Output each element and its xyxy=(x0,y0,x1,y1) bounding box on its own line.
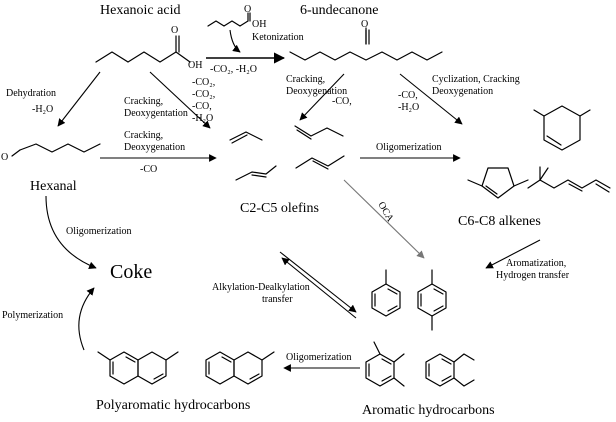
undecanone-structure: O xyxy=(289,19,443,61)
hexanal-loss-label: -CO xyxy=(140,164,157,175)
oligomerization-top-label: Oligomerization xyxy=(376,142,442,153)
acid-loss-co2-b: -CO₂, xyxy=(192,89,215,100)
acid-cracking-label: Cracking, xyxy=(124,96,163,107)
polyaromatics-label: Polyaromatic hydrocarbons xyxy=(96,398,250,413)
acid-cracking-arrow xyxy=(149,71,211,129)
carbonyl-oxygen-atom: O xyxy=(171,25,178,36)
hexanoic-acid-label: Hexanoic acid xyxy=(100,3,180,18)
toluene-structure xyxy=(371,269,401,317)
dehydration-arrow xyxy=(57,71,101,127)
acid-loss-co: -CO, xyxy=(192,101,212,112)
cyclization-label: Cyclization, Cracking xyxy=(432,74,520,85)
small-acid-oxygen-atom: O xyxy=(244,4,251,15)
aromatics-label: Aromatic hydrocarbons xyxy=(362,403,495,418)
ketone-oxygen-atom: O xyxy=(361,19,368,30)
ketone-cracking-arrow xyxy=(299,73,345,121)
oca-arrow xyxy=(343,179,425,259)
hydrogen-transfer-label: Hydrogen transfer xyxy=(496,270,570,281)
olefins-label: C2-C5 olefins xyxy=(240,201,319,216)
aromatization-arrow xyxy=(485,239,541,269)
small-acid-hydroxyl: OH xyxy=(252,19,266,30)
oligomerization-bottom-label: Oligomerization xyxy=(286,352,352,363)
trimethylbenzene-structure xyxy=(365,341,405,387)
hexanal-deoxygenation-label: Deoxygenation xyxy=(124,142,185,153)
dehydration-loss-label: -H₂O xyxy=(32,104,53,115)
ketone-cracking-label: Cracking, xyxy=(286,74,325,85)
acid-loss-co2-a: -CO₂, xyxy=(192,77,215,88)
aldehyde-oxygen-atom: O xyxy=(1,152,8,163)
alkylation-reverse-arrow xyxy=(281,257,357,319)
acid-feed-arrow xyxy=(229,29,241,53)
polymerization-label: Polymerization xyxy=(2,310,63,321)
cyclization-loss-h2o: -H₂O xyxy=(398,102,419,113)
cyclization-loss-co: -CO, xyxy=(398,90,418,101)
acid-deoxygenation-label: Deoxygentation xyxy=(124,108,188,119)
polymerization-arrow xyxy=(78,287,95,351)
coke-label: Coke xyxy=(110,261,152,283)
dehydration-label: Dehydration xyxy=(6,88,56,99)
alkylation-transfer-label: transfer xyxy=(262,294,293,305)
aromatization-label: Aromatization, xyxy=(506,258,566,269)
methylnaphthalene-structure xyxy=(205,351,275,385)
ketone-deoxygenation-label: Deoxygenation xyxy=(286,86,347,97)
hexanal-structure: O xyxy=(1,143,101,163)
xylene-structure xyxy=(417,269,447,331)
cyclopentene-structure xyxy=(467,167,529,199)
hydroxyl-group: OH xyxy=(188,60,202,71)
cyclohexene-structure xyxy=(533,105,591,151)
small-hexanoic-acid-structure: O OH xyxy=(207,4,266,30)
undecanone-label: 6-undecanone xyxy=(300,3,379,18)
olefins-structures xyxy=(229,125,345,181)
ketonization-loss-label: -CO₂, -H₂O xyxy=(210,64,257,75)
cyclization-deoxygenation-label: Deoxygenation xyxy=(432,86,493,97)
hexanal-cracking-label: Cracking, xyxy=(124,130,163,141)
ketone-loss-label: -CO, xyxy=(332,96,352,107)
ketonization-label: Ketonization xyxy=(252,32,304,43)
diethylbenzene-structure xyxy=(425,353,475,387)
alkenes-label: C6-C8 alkenes xyxy=(458,214,541,229)
acid-loss-h2o: -H₂O xyxy=(192,113,213,124)
branched-diene-structure xyxy=(527,166,611,193)
cyclization-arrow xyxy=(399,73,463,125)
alkylation-forward-arrow xyxy=(279,251,357,313)
alkylation-label: Alkylation-Dealkylation xyxy=(212,282,310,293)
hexanal-coke-arrow xyxy=(45,195,97,269)
dimethylnaphthalene-structure xyxy=(97,351,179,385)
oligomerization-left-label: Oligomerization xyxy=(66,226,132,237)
hexanal-label: Hexanal xyxy=(30,179,77,194)
hexanoic-acid-structure: O OH xyxy=(95,25,202,71)
oca-label: OCA xyxy=(375,200,395,224)
